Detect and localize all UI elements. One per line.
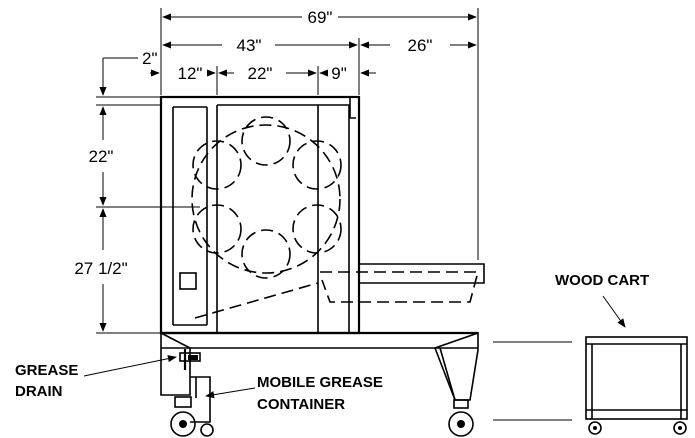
label-grease-drain-2: DRAIN bbox=[15, 383, 63, 400]
dim-overall-width: 69" bbox=[308, 8, 333, 27]
leader-grease-drain bbox=[83, 355, 177, 377]
caster-right-wheel bbox=[448, 411, 474, 437]
leader-container bbox=[205, 387, 256, 399]
spit-upper-left bbox=[192, 140, 242, 190]
spit-lower-left bbox=[192, 204, 242, 254]
casters bbox=[170, 396, 474, 437]
label-container-2: CONTAINER bbox=[257, 396, 345, 413]
access-door bbox=[179, 272, 197, 290]
spit-lower-right bbox=[292, 204, 342, 254]
caster-right-mount bbox=[453, 399, 469, 409]
dim-extension-width: 26" bbox=[408, 36, 433, 55]
dim-center-section: 22" bbox=[248, 64, 273, 83]
dim-main-width: 43" bbox=[237, 36, 262, 55]
dim-offset-top: 2" bbox=[142, 49, 158, 68]
main-cabinet bbox=[159, 95, 361, 335]
wood-cart bbox=[493, 336, 688, 435]
dim-right-section: 9" bbox=[331, 64, 347, 83]
caster-left-mount bbox=[174, 396, 192, 408]
spit-upper-right bbox=[292, 140, 342, 190]
spit-top bbox=[241, 116, 291, 166]
label-grease-drain-1: GREASE bbox=[15, 362, 78, 379]
rotisserie-wheel bbox=[191, 116, 342, 279]
label-wood-cart: WOOD CART bbox=[555, 272, 649, 289]
extension-lines bbox=[96, 8, 479, 334]
dim-lower-height: 27 1/2" bbox=[74, 259, 127, 278]
spit-bottom bbox=[241, 229, 291, 279]
leader-wood-cart bbox=[602, 295, 626, 328]
label-container-1: MOBILE GREASE bbox=[257, 374, 383, 391]
dim-left-section: 12" bbox=[178, 64, 203, 83]
dimension-lines bbox=[99, 13, 477, 332]
drip-tray bbox=[320, 263, 485, 303]
caster-left-wheel bbox=[170, 411, 196, 437]
dim-upper-height: 22" bbox=[89, 147, 114, 166]
